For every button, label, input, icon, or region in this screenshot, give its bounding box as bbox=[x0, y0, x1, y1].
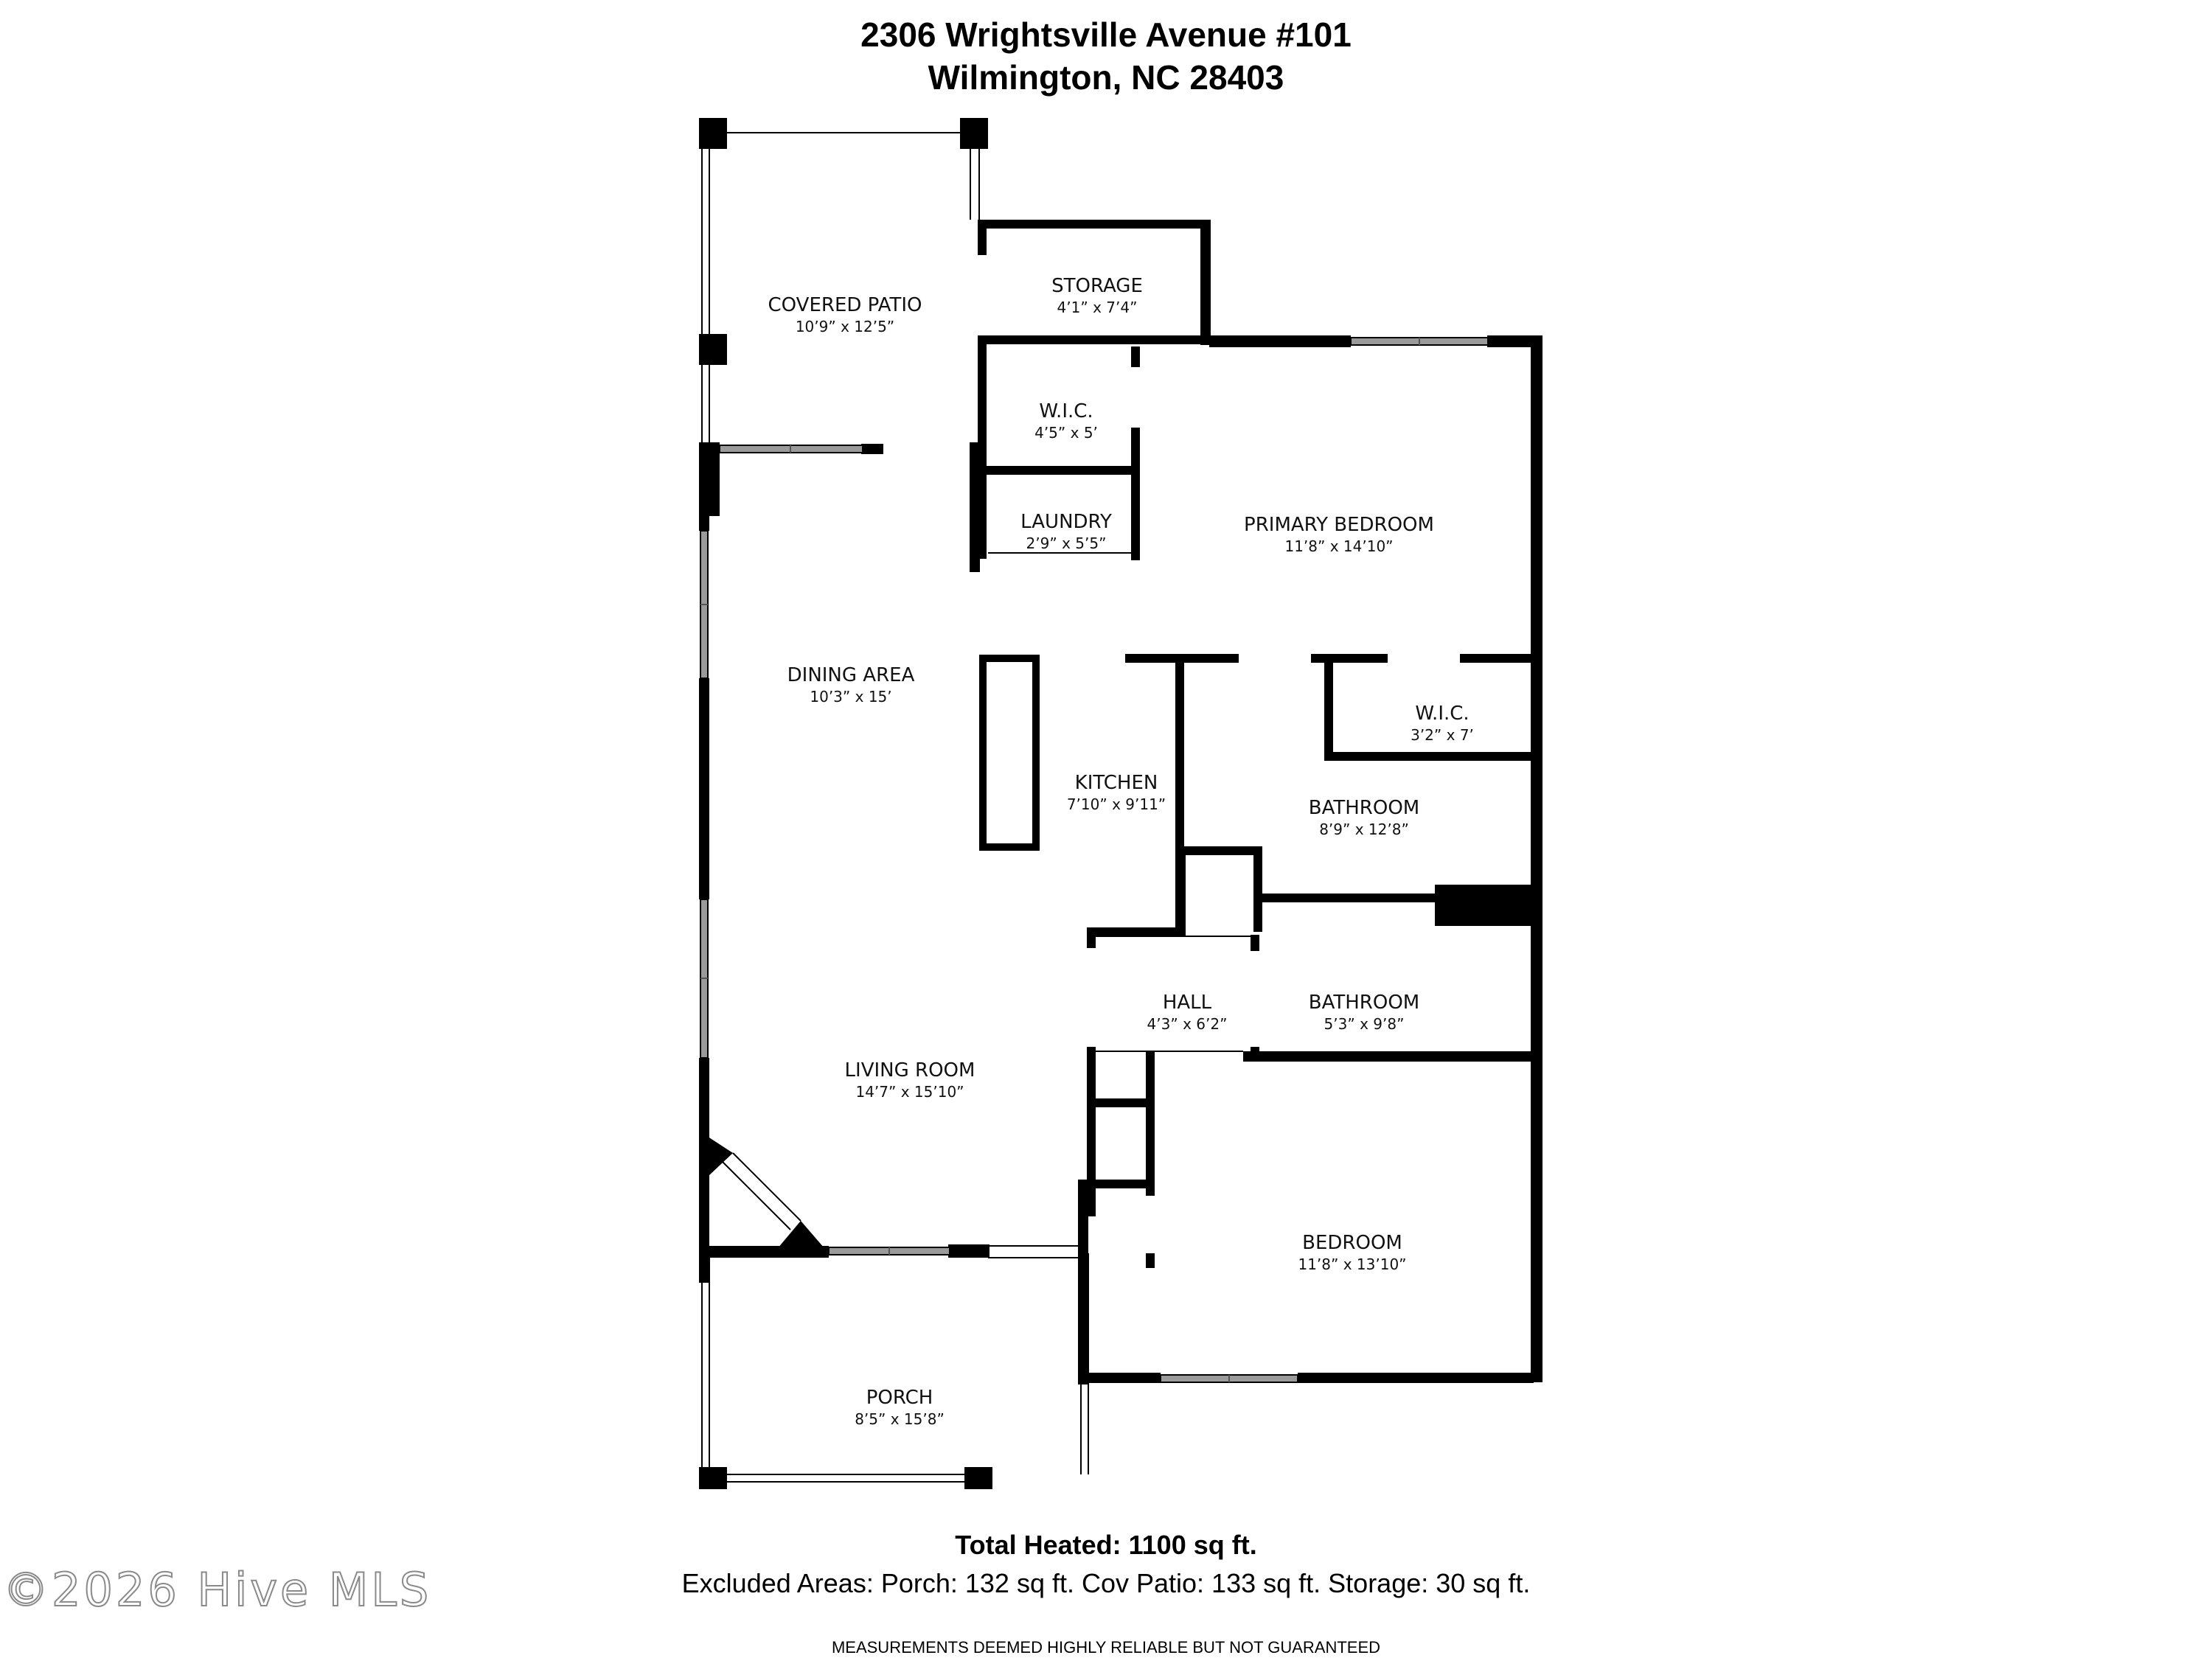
room-dimensions: 10’3” x 15’ bbox=[810, 688, 891, 706]
windows bbox=[700, 337, 1489, 1383]
room-dimensions: 11’8” x 13’10” bbox=[1298, 1255, 1406, 1273]
room-dimensions: 2’9” x 5’5” bbox=[1026, 534, 1107, 552]
room-dimensions: 8’9” x 12’8” bbox=[1319, 821, 1409, 838]
room-dimensions: 14’7” x 15’10” bbox=[855, 1083, 964, 1101]
room-name: BEDROOM bbox=[1302, 1232, 1402, 1254]
watermark: ©2026 Hive MLS bbox=[2, 1562, 432, 1617]
room-name: LIVING ROOM bbox=[845, 1059, 975, 1081]
room-dimensions: 4’5” x 5’ bbox=[1034, 424, 1098, 442]
room-name: BATHROOM bbox=[1309, 797, 1419, 819]
address-line-2: Wilmington, NC 28403 bbox=[928, 58, 1284, 97]
room-dimensions: 7’10” x 9’11” bbox=[1067, 795, 1166, 813]
walls bbox=[699, 118, 1543, 1384]
room-name: STORAGE bbox=[1051, 275, 1143, 297]
room-hall: HALL 4’3” x 6’2” bbox=[1147, 992, 1228, 1033]
room-kitchen: KITCHEN 7’10” x 9’11” bbox=[1067, 772, 1166, 813]
window-mullions bbox=[700, 338, 1420, 1382]
patio-post bbox=[699, 334, 727, 365]
thin-lines bbox=[699, 132, 1251, 1483]
room-living-room: LIVING ROOM 14’7” x 15’10” bbox=[845, 1059, 975, 1101]
room-name: W.I.C. bbox=[1039, 400, 1093, 422]
room-dimensions: 11’8” x 14’10” bbox=[1284, 537, 1393, 555]
room-storage: STORAGE 4’1” x 7’4” bbox=[1051, 275, 1143, 316]
room-wic-1: W.I.C. 4’5” x 5’ bbox=[1034, 400, 1098, 442]
room-name: PRIMARY BEDROOM bbox=[1244, 514, 1434, 536]
room-primary-bedroom: PRIMARY BEDROOM 11’8” x 14’10” bbox=[1244, 514, 1434, 555]
room-dimensions: 3’2” x 7’ bbox=[1411, 726, 1474, 744]
excluded-areas: Excluded Areas: Porch: 132 sq ft. Cov Pa… bbox=[681, 1568, 1531, 1598]
room-labels: COVERED PATIO 10’9” x 12’5” STORAGE 4’1”… bbox=[768, 275, 1474, 1428]
room-name: HALL bbox=[1163, 992, 1212, 1014]
room-bathroom-1: BATHROOM 8’9” x 12’8” bbox=[1309, 797, 1419, 838]
room-porch: PORCH 8’5” x 15’8” bbox=[855, 1387, 945, 1428]
address-line-1: 2306 Wrightsville Avenue #101 bbox=[860, 15, 1352, 54]
room-name: PORCH bbox=[866, 1387, 933, 1409]
room-dimensions: 5’3” x 9’8” bbox=[1324, 1015, 1405, 1033]
room-laundry: LAUNDRY 2’9” x 5’5” bbox=[1020, 511, 1112, 552]
room-name: LAUNDRY bbox=[1020, 511, 1112, 533]
room-dining-area: DINING AREA 10’3” x 15’ bbox=[787, 664, 915, 706]
room-name: BATHROOM bbox=[1309, 992, 1419, 1014]
room-dimensions: 8’5” x 15’8” bbox=[855, 1410, 945, 1428]
room-bedroom: BEDROOM 11’8” x 13’10” bbox=[1298, 1232, 1406, 1273]
porch-post bbox=[964, 1467, 992, 1489]
porch-posts bbox=[699, 1467, 992, 1489]
room-wic-2: W.I.C. 3’2” x 7’ bbox=[1411, 703, 1474, 744]
room-covered-patio: COVERED PATIO 10’9” x 12’5” bbox=[768, 294, 922, 335]
room-name: W.I.C. bbox=[1415, 703, 1469, 725]
room-dimensions: 4’3” x 6’2” bbox=[1147, 1015, 1228, 1033]
disclaimer: MEASUREMENTS DEEMED HIGHLY RELIABLE BUT … bbox=[831, 1638, 1381, 1657]
room-dimensions: 4’1” x 7’4” bbox=[1057, 299, 1138, 316]
porch-post bbox=[699, 1467, 727, 1489]
room-name: KITCHEN bbox=[1075, 772, 1158, 794]
room-name: DINING AREA bbox=[787, 664, 915, 686]
room-dimensions: 10’9” x 12’5” bbox=[796, 318, 894, 335]
total-heated: Total Heated: 1100 sq ft. bbox=[955, 1530, 1257, 1560]
room-name: COVERED PATIO bbox=[768, 294, 922, 316]
room-bathroom-2: BATHROOM 5’3” x 9’8” bbox=[1309, 992, 1419, 1033]
